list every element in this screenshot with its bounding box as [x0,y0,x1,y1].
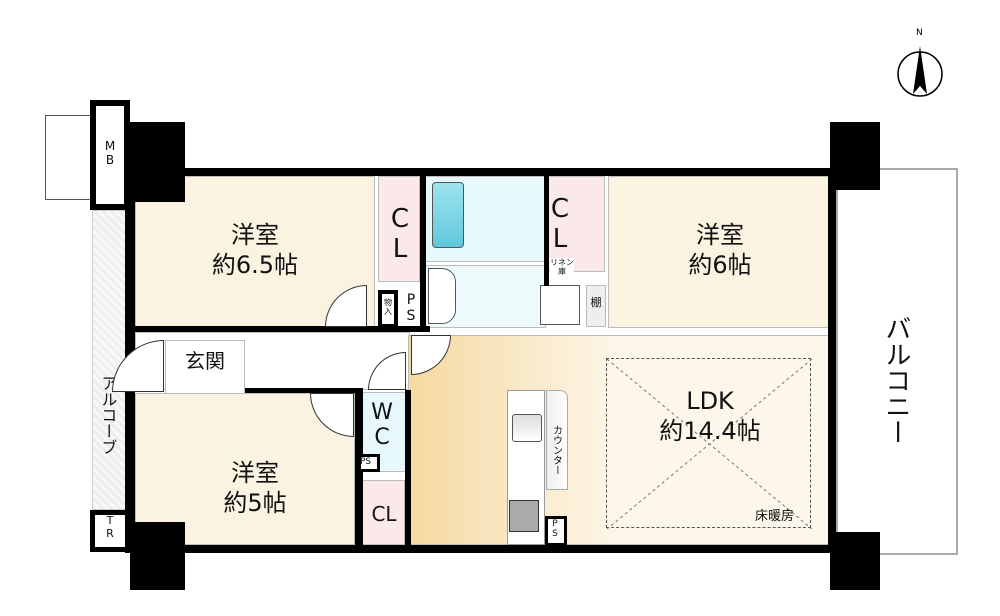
compass-north-label: N [916,28,923,38]
closet-2 [548,176,605,272]
wc-label: WC [371,400,393,451]
wall [125,168,835,176]
ldk-size: 約14.4帖 [659,417,761,445]
bar-counter [546,390,568,490]
meter-box [90,100,130,210]
compass: N [895,28,945,100]
alcove-label: アルコーブ [98,375,118,455]
balcony [836,168,958,555]
ps-label-3: PS [552,519,558,540]
closet-2-label: CL [550,194,570,254]
ps-box-2 [358,454,380,472]
alcove [92,210,126,510]
pillar [830,532,880,590]
closet-1 [378,176,420,282]
linen-label: リネン庫 [550,258,574,277]
western-room-2-size: 約6帖 [688,251,752,279]
ldk-name: LDK [686,387,734,415]
floor-heating-area [606,358,812,529]
shelf-label: 棚 [590,296,602,309]
western-room-3-name: 洋室 [231,459,279,487]
ps-label-1: PS [406,292,416,325]
ldk [408,335,830,545]
pillar [130,522,185,590]
ps-box-3 [545,516,567,546]
closet-1-label: CL [390,204,410,264]
wall [245,388,363,393]
wall [828,168,836,553]
kitchen-sink [512,414,542,442]
wall [125,545,835,553]
shelf [586,285,606,327]
washing-machine-space [540,285,580,325]
wall [420,176,426,331]
entrance-label: 玄関 [185,349,225,373]
western-room-3-size: 約5帖 [223,489,287,517]
balcony-label: バルコニー [880,315,911,445]
closet-3 [362,480,405,545]
western-room-1-size: 約6.5帖 [211,251,299,279]
washbasin [428,268,456,324]
stove-icon [509,500,539,532]
wall [130,326,430,332]
counter-label: カウンター [550,425,562,475]
pillar [130,122,185,202]
mb-doors[interactable] [45,115,90,200]
wall [405,390,411,548]
tr-label: TR [106,514,114,540]
floor-heating-label: 床暖房 [755,509,795,524]
pillar [830,122,880,190]
mono-label: 物入 [384,298,392,317]
storage-box [378,290,398,328]
western-room-1-name: 洋室 [231,221,279,249]
wall [544,176,549,286]
ps-label-2: PS [360,457,372,467]
bathtub [432,182,464,248]
western-room-2-name: 洋室 [696,221,744,249]
closet-3-label: CL [371,502,397,526]
mb-label: MB [104,139,116,167]
